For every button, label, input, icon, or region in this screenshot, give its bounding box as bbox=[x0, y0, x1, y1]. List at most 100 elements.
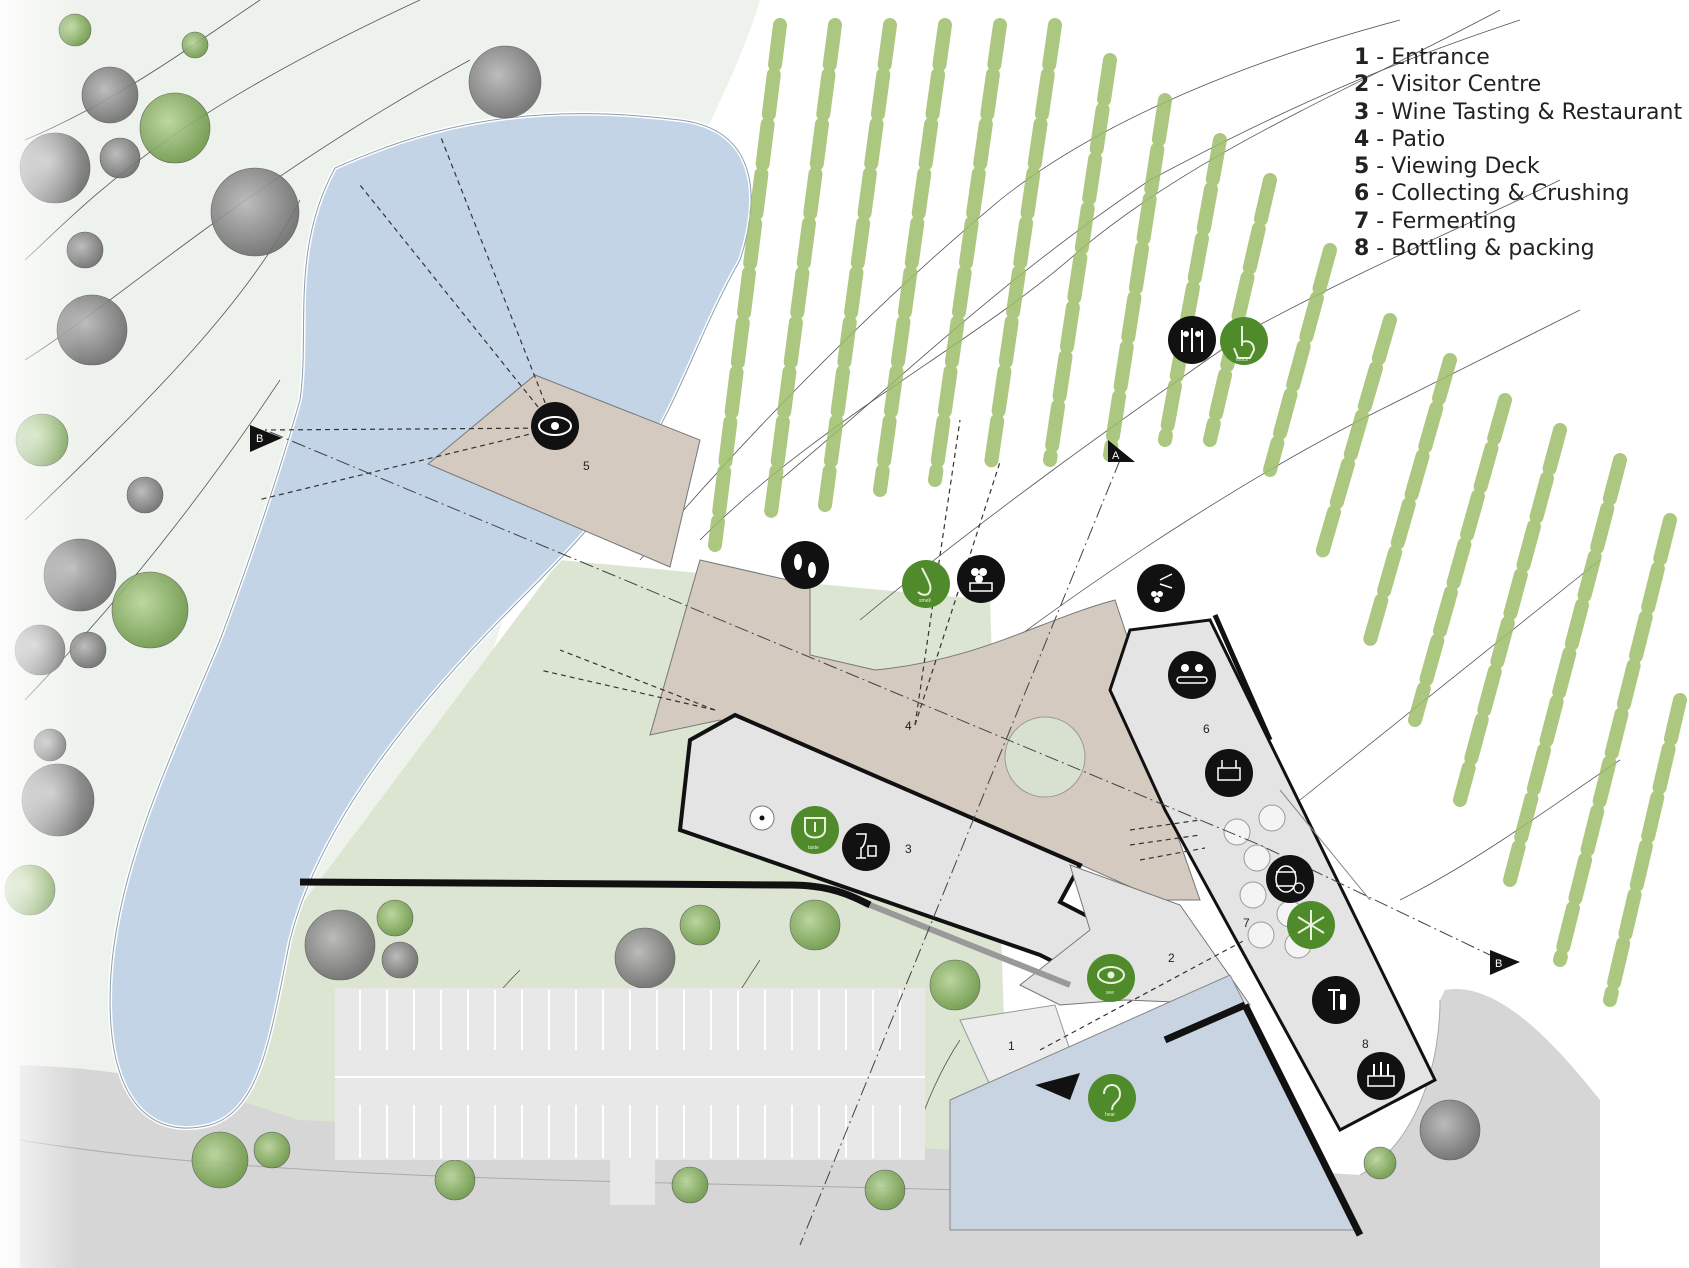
legend-label: Wine Tasting & Restaurant bbox=[1391, 99, 1683, 125]
vine-row bbox=[1503, 453, 1627, 887]
patio bbox=[649, 559, 1201, 901]
section-marker-b-right: B bbox=[1490, 950, 1520, 975]
tree bbox=[1419, 1099, 1481, 1161]
eye-see-icon: see bbox=[1087, 954, 1135, 1002]
room-number-3: 3 bbox=[905, 842, 912, 856]
room-numbers: 1 2 3 4 5 6 7 8 bbox=[583, 459, 1369, 1053]
legend-number: 6 bbox=[1354, 181, 1370, 207]
legend-item: 6 - Collecting & Crushing bbox=[1354, 181, 1630, 207]
vine-row bbox=[1313, 313, 1397, 567]
tree bbox=[253, 1131, 291, 1169]
tree bbox=[111, 571, 189, 649]
crusher-icon bbox=[1205, 749, 1253, 797]
tree bbox=[434, 1159, 476, 1201]
legend-item: 7 - Fermenting bbox=[1354, 208, 1517, 234]
legend-number: 5 bbox=[1354, 154, 1370, 180]
tree bbox=[679, 904, 721, 946]
legend-item: 4 - Patio bbox=[1354, 126, 1446, 152]
vine-row bbox=[763, 18, 842, 527]
scissors-grapes-icon bbox=[1137, 564, 1185, 612]
vine-row bbox=[1103, 93, 1172, 462]
vine-row bbox=[1363, 353, 1457, 647]
vine-row bbox=[1453, 423, 1567, 807]
tree bbox=[468, 45, 542, 119]
tank bbox=[1247, 921, 1275, 949]
corkscrew-icon bbox=[1312, 976, 1360, 1024]
tree bbox=[671, 1166, 709, 1204]
nose-icon: smell bbox=[902, 560, 950, 608]
vine-row bbox=[1263, 243, 1337, 477]
section-marker-a-label: A bbox=[1112, 450, 1120, 462]
entrance-plaza bbox=[949, 974, 1361, 1231]
boundary-walls bbox=[299, 878, 1364, 1237]
room-number-1: 1 bbox=[1008, 1039, 1015, 1053]
vine-row bbox=[983, 18, 1062, 477]
eye-icon bbox=[531, 402, 579, 450]
legend: 1 - Entrance 2 - Visitor Centre 3 - Wine… bbox=[1354, 44, 1682, 262]
ear-icon: hear bbox=[1088, 1074, 1136, 1122]
room-number-7: 7 bbox=[1243, 916, 1250, 930]
legend-item: 2 - Visitor Centre bbox=[1354, 72, 1542, 98]
tree bbox=[81, 66, 139, 124]
wine-glass-icon bbox=[842, 823, 890, 871]
vine-row bbox=[1203, 173, 1277, 447]
tree bbox=[381, 941, 419, 979]
section-marker-b-left: B bbox=[250, 425, 282, 452]
tongue-icon: taste bbox=[791, 806, 839, 854]
vine-row bbox=[1158, 133, 1227, 447]
vine-row bbox=[873, 18, 952, 497]
legend-number: 4 bbox=[1354, 126, 1370, 152]
tank bbox=[1223, 818, 1251, 846]
grapes-basket-icon bbox=[957, 555, 1005, 603]
tank bbox=[1239, 881, 1267, 909]
tree bbox=[210, 167, 300, 257]
vine-row bbox=[708, 18, 787, 552]
tree bbox=[99, 137, 141, 179]
section-marker-b-right-label: B bbox=[1495, 958, 1502, 970]
vine-row bbox=[1043, 53, 1117, 467]
tree bbox=[181, 31, 209, 59]
smell-caption: smell bbox=[919, 598, 931, 604]
tree bbox=[614, 927, 676, 989]
hand-touch-icon: touch bbox=[1220, 317, 1268, 365]
legend-label: Viewing Deck bbox=[1391, 154, 1540, 180]
legend-number: 3 bbox=[1354, 99, 1370, 125]
tank bbox=[1243, 844, 1271, 872]
section-marker-b-left-label: B bbox=[256, 433, 263, 445]
vine-row bbox=[1603, 693, 1687, 1007]
room-number-4: 4 bbox=[905, 719, 912, 733]
snowflake-icon bbox=[1287, 901, 1335, 949]
vine-icon bbox=[1168, 316, 1216, 364]
legend-label: Entrance bbox=[1391, 45, 1490, 70]
footprints-icon bbox=[781, 541, 829, 589]
tree bbox=[191, 1131, 249, 1189]
legend-number: 8 bbox=[1354, 236, 1370, 262]
legend-item: 3 - Wine Tasting & Restaurant bbox=[1354, 99, 1683, 125]
hear-caption: hear bbox=[1105, 1112, 1115, 1118]
legend-label: Bottling & packing bbox=[1391, 236, 1595, 262]
legend-number: 2 bbox=[1354, 72, 1370, 98]
taste-caption: taste bbox=[808, 845, 819, 851]
tree bbox=[139, 92, 211, 164]
legend-item: 5 - Viewing Deck bbox=[1354, 154, 1540, 180]
see-caption: see bbox=[1106, 990, 1114, 996]
tree bbox=[864, 1169, 906, 1211]
bottles-crate-icon bbox=[1357, 1052, 1405, 1100]
section-lines bbox=[269, 431, 1491, 1246]
visitor-centre bbox=[1019, 864, 1251, 1006]
tree bbox=[126, 476, 164, 514]
legend-number: 7 bbox=[1354, 208, 1370, 234]
vine-row bbox=[928, 18, 1007, 487]
sorting-conveyor-icon bbox=[1168, 651, 1216, 699]
tree bbox=[1363, 1146, 1397, 1180]
entrance-arrow bbox=[1035, 1073, 1080, 1100]
vine-row bbox=[1553, 513, 1677, 967]
vine-row bbox=[1408, 393, 1512, 727]
room-number-8: 8 bbox=[1362, 1037, 1369, 1051]
room-number-5: 5 bbox=[583, 459, 590, 473]
tree bbox=[789, 899, 841, 951]
legend-label: Fermenting bbox=[1391, 208, 1517, 234]
tree bbox=[304, 909, 376, 981]
viewing-deck bbox=[427, 374, 701, 568]
section-marker-a: A bbox=[1108, 440, 1135, 462]
